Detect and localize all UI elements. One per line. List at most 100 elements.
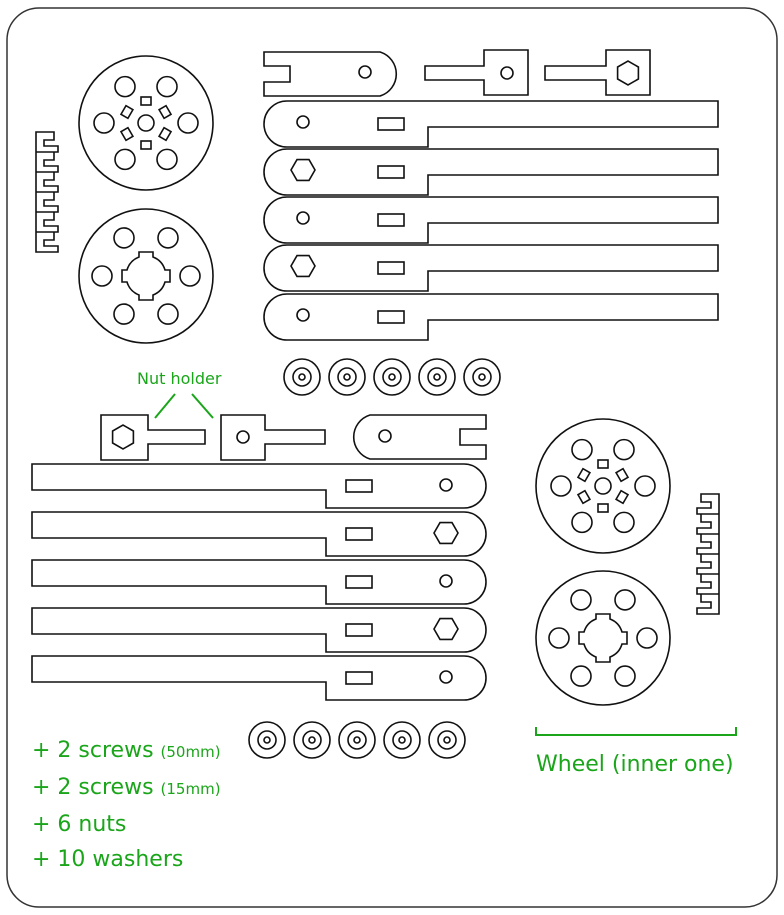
nut-holder-label: Nut holder (137, 369, 222, 388)
extras-item-text: + 10 washers (32, 847, 184, 872)
clip-strip (35, 131, 59, 253)
washer-hole (433, 373, 441, 381)
hex-nut-hole (433, 617, 459, 641)
slot-hole (377, 310, 405, 324)
screw-hole (358, 65, 372, 79)
spoke-slot (576, 467, 592, 483)
hex-nut-hole (616, 60, 640, 86)
wheel-hole (614, 665, 636, 687)
washer-hole (478, 373, 486, 381)
extras-item-washers: + 10 washers (32, 842, 221, 877)
screw-hole (439, 478, 453, 492)
washer-ring (427, 367, 447, 387)
wheel-hole (570, 589, 592, 611)
washer (428, 721, 466, 759)
wheel-hole (550, 475, 572, 497)
extras-item-screws-50: + 2 screws (50mm) (32, 733, 221, 770)
washer (283, 358, 321, 396)
extras-item-detail: (50mm) (160, 743, 221, 761)
long-arm (31, 655, 487, 701)
washer-hole (308, 736, 316, 744)
nut-holder-piece (544, 49, 651, 96)
spoke-slot (614, 489, 630, 505)
spoke-slot (597, 503, 609, 513)
long-arm (263, 148, 719, 196)
long-arm (263, 196, 719, 244)
washer-ring (382, 367, 402, 387)
extras-list: + 2 screws (50mm) + 2 screws (15mm) + 6 … (32, 733, 221, 877)
hex-nut-hole (433, 521, 459, 545)
screw-hole (378, 429, 392, 443)
washer-hole (398, 736, 406, 744)
extras-item-detail: (15mm) (160, 780, 221, 798)
nut-holder-pointer-left (154, 393, 176, 419)
washer (293, 721, 331, 759)
wheel-hole (570, 665, 592, 687)
screw-hole (296, 115, 310, 129)
spoke-slot (140, 96, 152, 106)
nut-holder-piece (220, 414, 326, 461)
washer-hole (263, 736, 271, 744)
wheel-hole (91, 265, 113, 287)
wheel-hole (156, 75, 178, 98)
washer-hole (443, 736, 451, 744)
extras-item-nuts: + 6 nuts (32, 807, 221, 842)
washer-ring (302, 730, 322, 750)
annotation-layer (154, 393, 737, 736)
wheel-hole (93, 112, 115, 134)
wheel-hole (114, 75, 136, 98)
slot-hole (345, 623, 373, 637)
slot-hole (345, 671, 373, 685)
spoke-slot (119, 126, 135, 142)
washer-ring (347, 730, 367, 750)
slot-hole (377, 165, 405, 179)
long-arm (263, 100, 719, 148)
screw-hole (296, 211, 310, 225)
wheel-hole (177, 112, 199, 134)
washer (328, 358, 366, 396)
slot-hole (345, 527, 373, 541)
wheel-hole (613, 438, 635, 461)
wheel-hole (571, 511, 593, 534)
spoke-slot (157, 104, 173, 120)
washer-ring (292, 367, 312, 387)
wheel-disc (78, 55, 214, 191)
wheel-disc (535, 418, 671, 554)
wheel-bracket (535, 727, 737, 736)
spoke-slot (140, 140, 152, 150)
wheel-hole (634, 475, 656, 497)
washer (338, 721, 376, 759)
wheel-disc (535, 570, 671, 706)
spoke-slot (157, 126, 173, 142)
screw-hole (500, 66, 514, 80)
hub-hole (137, 114, 155, 132)
hex-nut-hole (111, 424, 135, 450)
wheel-hole (614, 589, 636, 611)
wheel-hole (157, 227, 179, 249)
wheel-hole (613, 511, 635, 534)
hex-nut-hole (290, 158, 316, 182)
washer-ring (472, 367, 492, 387)
washer-hole (388, 373, 396, 381)
wheel-label: Wheel (inner one) (536, 752, 734, 777)
washer-ring (257, 730, 277, 750)
spoke-slot (119, 104, 135, 120)
notched-hub (121, 251, 171, 301)
washer (373, 358, 411, 396)
hex-nut-hole (290, 254, 316, 278)
screw-hole (296, 308, 310, 322)
wheel-hole (113, 303, 135, 325)
slot-hole (377, 261, 405, 275)
nut-holder-piece (100, 414, 206, 461)
nut-holder-pointer-right (191, 393, 214, 419)
extras-item-text: + 2 screws (32, 775, 154, 800)
slot-hole (377, 117, 405, 131)
clip-strip (696, 493, 720, 615)
slot-hole (345, 479, 373, 493)
wheel-hole (113, 227, 135, 249)
extras-item-screws-15: + 2 screws (15mm) (32, 770, 221, 807)
wheel-hole (157, 303, 179, 325)
wheel-hole (548, 627, 570, 649)
long-arm (31, 559, 487, 605)
